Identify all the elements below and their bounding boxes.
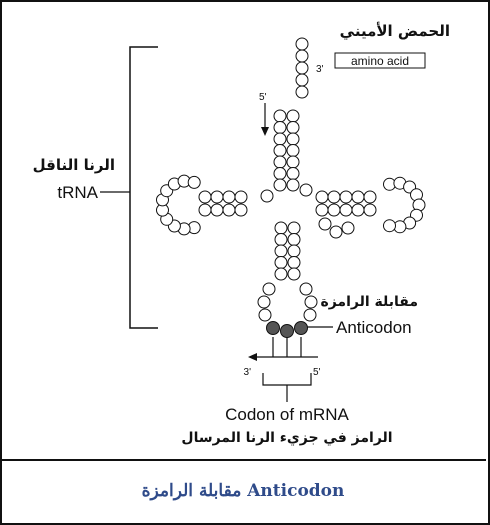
nucleotide [319, 218, 331, 230]
nucleotide [287, 156, 299, 168]
nucleotide [287, 122, 299, 134]
nucleotide [275, 268, 287, 280]
nucleotide [235, 204, 247, 216]
trna-arabic-label: الرنا الناقل [33, 156, 115, 174]
nucleotide [235, 191, 247, 203]
nucleotide [296, 62, 308, 74]
nucleotide [188, 176, 200, 188]
nucleotide [199, 204, 211, 216]
anticodon-group [267, 322, 308, 338]
nucleotide [274, 156, 286, 168]
nucleotide [258, 296, 270, 308]
nucleotide [340, 191, 352, 203]
nucleotide [296, 74, 308, 86]
nucleotide [274, 179, 286, 191]
nucleotide [316, 191, 328, 203]
nucleotide [300, 283, 312, 295]
nucleotide [274, 145, 286, 157]
nucleotide [287, 179, 299, 191]
figure-caption: مقابلة الرامزة Anticodon [0, 461, 486, 521]
nucleotide [287, 168, 299, 180]
nucleotide-group [157, 38, 426, 321]
anticodon-base [295, 322, 308, 335]
nucleotide [287, 133, 299, 145]
nucleotide [199, 191, 211, 203]
anticodon-english-label: Anticodon [336, 318, 412, 337]
anticodon-base [281, 325, 294, 338]
nucleotide [275, 222, 287, 234]
nucleotide [223, 191, 235, 203]
codon-english-label: Codon of mRNA [225, 405, 349, 424]
nucleotide [274, 110, 286, 122]
codon-arabic-label: الرامز في جزيء الرنا المرسال [181, 430, 392, 447]
nucleotide [288, 234, 300, 246]
nucleotide [263, 283, 275, 295]
anticodon-arabic-label: مقابلة الرامزة [320, 294, 418, 310]
anticodon-base [267, 322, 280, 335]
nucleotide [300, 184, 312, 196]
nucleotide [287, 110, 299, 122]
nucleotide [316, 204, 328, 216]
nucleotide [296, 86, 308, 98]
three-prime-top-label: 3' [316, 64, 324, 75]
nucleotide [364, 191, 376, 203]
nucleotide [261, 190, 273, 202]
nucleotide [288, 245, 300, 257]
nucleotide [328, 191, 340, 203]
trna-english-label: tRNA [57, 183, 98, 202]
amino-acid-english-label: amino acid [351, 54, 409, 68]
amino-acid-arabic-label: الحمض الأميني [340, 22, 450, 40]
nucleotide [287, 145, 299, 157]
nucleotide [304, 309, 316, 321]
nucleotide [364, 204, 376, 216]
nucleotide [384, 220, 396, 232]
nucleotide [296, 38, 308, 50]
mrna-five-prime-label: 5' [313, 367, 321, 378]
direction-arrow-head [261, 127, 269, 136]
nucleotide [305, 296, 317, 308]
trna-bracket [130, 47, 158, 328]
mrna-arrow-head [248, 353, 257, 361]
nucleotide [330, 226, 342, 238]
nucleotide [342, 222, 354, 234]
nucleotide [288, 268, 300, 280]
mrna-three-prime-label: 3' [244, 367, 252, 378]
five-prime-top-label: 5' [259, 92, 267, 103]
nucleotide [352, 204, 364, 216]
nucleotide [352, 191, 364, 203]
nucleotide [275, 257, 287, 269]
nucleotide [211, 191, 223, 203]
codon-bracket [263, 373, 311, 385]
nucleotide [328, 204, 340, 216]
nucleotide [274, 168, 286, 180]
nucleotide [275, 234, 287, 246]
nucleotide [288, 222, 300, 234]
nucleotide [223, 204, 235, 216]
nucleotide [275, 245, 287, 257]
nucleotide [211, 204, 223, 216]
nucleotide [296, 50, 308, 62]
nucleotide [274, 122, 286, 134]
nucleotide [340, 204, 352, 216]
nucleotide [259, 309, 271, 321]
nucleotide [274, 133, 286, 145]
nucleotide [288, 257, 300, 269]
